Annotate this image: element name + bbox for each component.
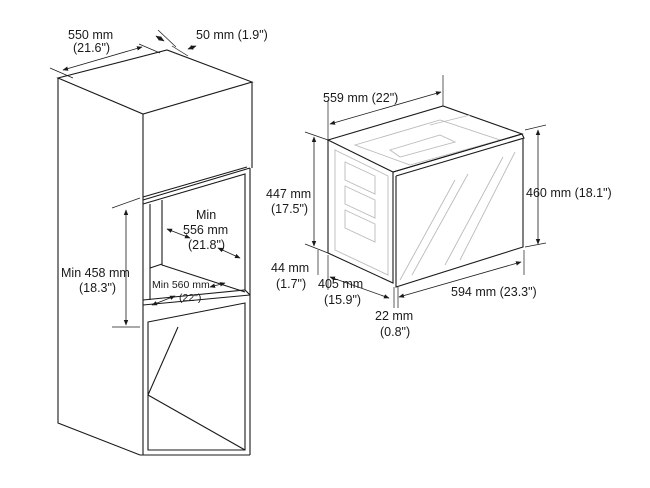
oven-side-depth-in: (15.9"): [324, 293, 361, 307]
cabinet-inner-width-mm: 556 mm: [183, 223, 228, 237]
oven-side-depth-mm: 405 mm: [318, 277, 363, 291]
cabinet-depth-in: (21.6"): [73, 41, 110, 55]
cabinet-drawing: [56, 49, 254, 456]
cabinet-depth-dimension: [62, 46, 143, 71]
oven-door-thickness-mm: 22 mm: [375, 309, 413, 323]
cabinet-inner-width-dimension: [166, 228, 191, 239]
cabinet-inner-width-prefix: Min: [196, 208, 216, 222]
oven-width-dimension: [398, 261, 522, 298]
oven-bottom-offset-mm: 44 mm: [271, 261, 309, 275]
cabinet-gap-label: 50 mm (1.9"): [196, 28, 268, 42]
cabinet-depth-mm: 550 mm: [68, 28, 113, 42]
cabinet-width-mm: Min 560 mm: [152, 279, 210, 291]
oven-body-height-in: (17.5"): [271, 202, 308, 216]
oven-side-depth-dimension: [329, 276, 390, 299]
cabinet-height-in: (18.3"): [79, 281, 116, 295]
oven-drawing: [326, 105, 525, 288]
oven-depth-dimension: [329, 91, 442, 125]
cabinet-height-mm: Min 458 mm: [61, 266, 130, 280]
cabinet-width-in: (22"): [179, 292, 201, 304]
oven-body-height-mm: 447 mm: [266, 187, 311, 201]
oven-bottom-offset-in: (1.7"): [276, 277, 306, 291]
oven-depth-label: 559 mm (22"): [323, 91, 398, 105]
oven-total-height-label: 460 mm (18.1"): [526, 186, 612, 200]
oven-door-thickness-in: (0.8"): [380, 325, 410, 339]
cabinet-inner-width-in: (21.8"): [188, 238, 225, 252]
oven-width-label: 594 mm (23.3"): [451, 285, 537, 299]
